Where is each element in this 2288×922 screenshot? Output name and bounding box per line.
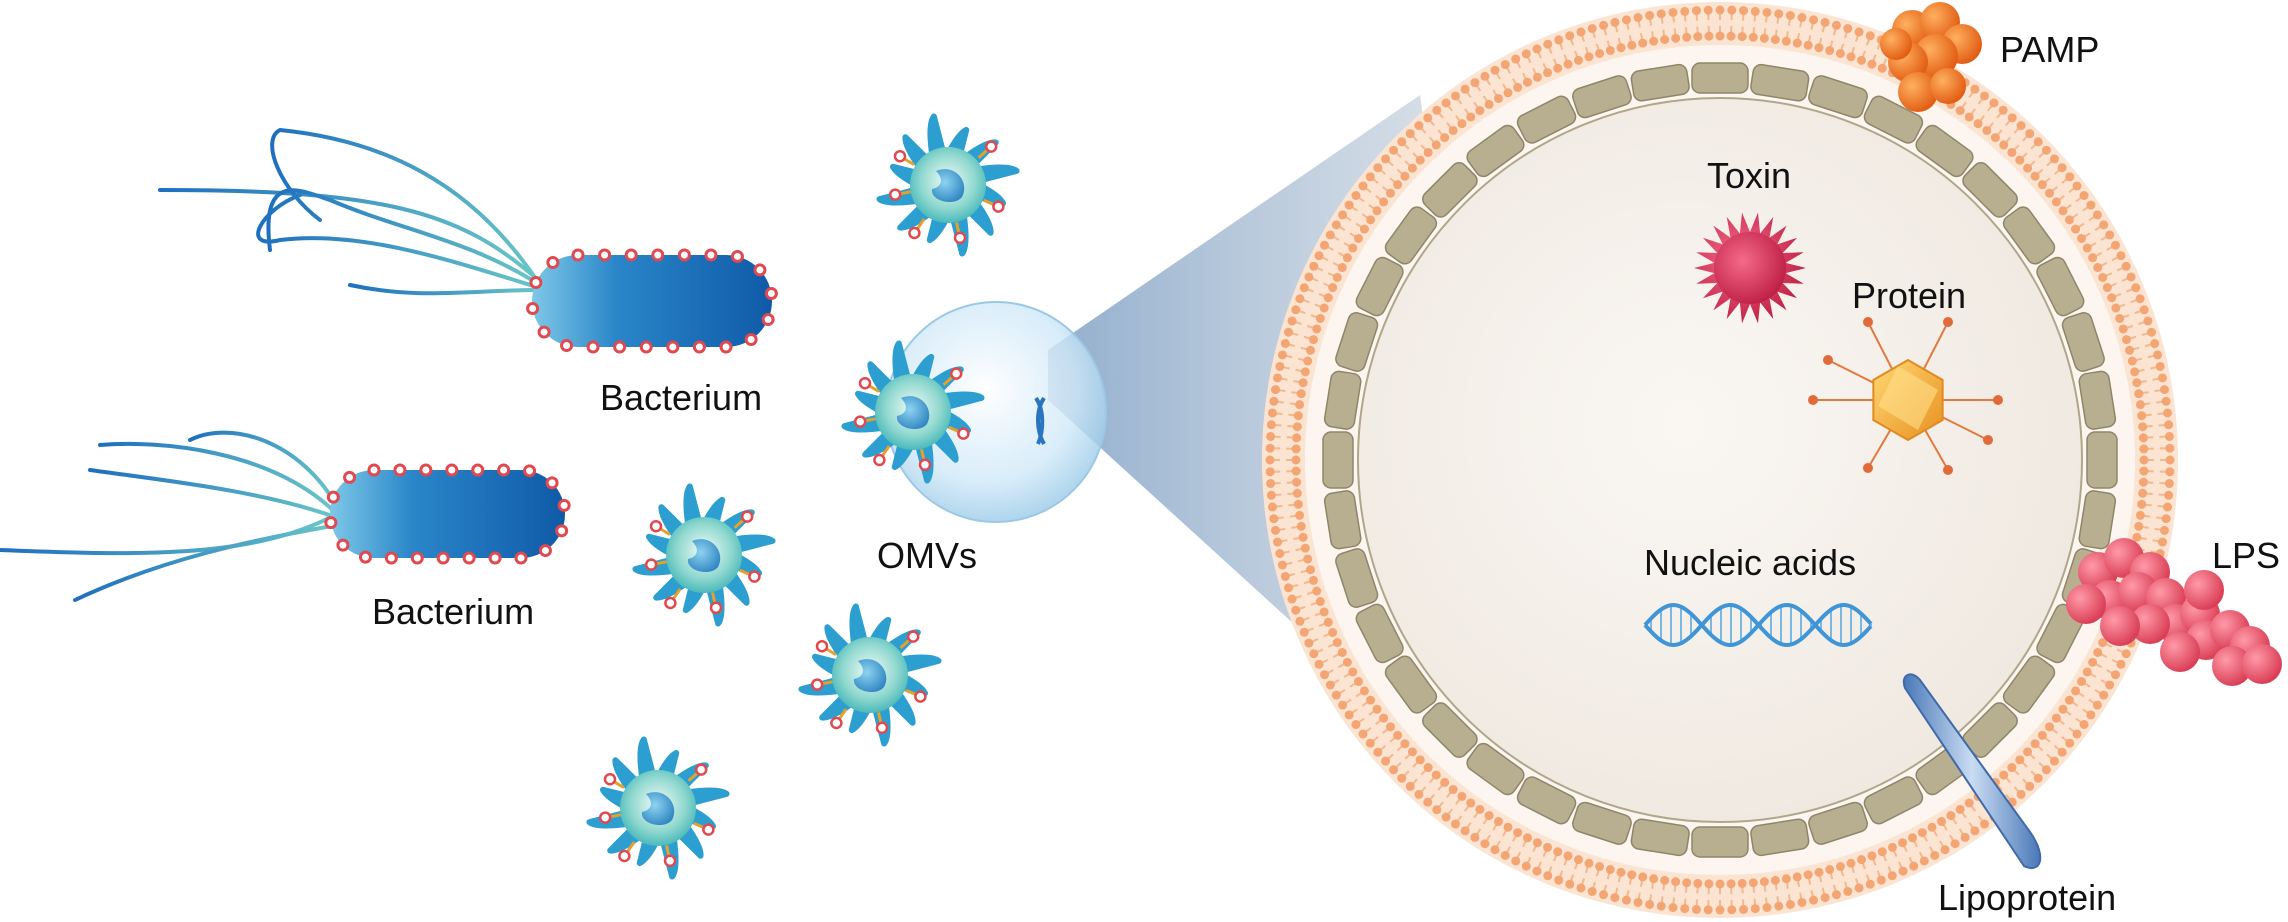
surface-dot [488, 551, 502, 565]
label-lps: LPS [2212, 535, 2280, 576]
surface-dot [462, 551, 476, 565]
surface-dot [358, 550, 372, 564]
label-protein: Protein [1852, 275, 1966, 316]
dna-icon [1643, 602, 1873, 648]
surface-dot [523, 464, 537, 478]
toxin-icon [1694, 212, 1806, 324]
label-pamp: PAMP [2000, 29, 2099, 70]
immune-cell-icon [841, 340, 985, 484]
surface-dot [514, 551, 528, 565]
surface-dot [336, 538, 350, 552]
surface-dot [598, 248, 612, 262]
surface-dot [557, 498, 571, 512]
surface-dot [526, 301, 540, 315]
surface-dot [753, 263, 767, 277]
surface-dot [445, 463, 459, 477]
surface-dot [497, 463, 511, 477]
surface-dot [410, 551, 424, 565]
label-bacterium-top: Bacterium [600, 377, 762, 418]
surface-dot [326, 490, 340, 504]
surface-dot [586, 340, 600, 354]
surface-dot [571, 248, 585, 262]
immune-cell-in-vesicle [841, 340, 985, 484]
immune-cell-icon [632, 483, 776, 627]
label-lipoprotein: Lipoprotein [1938, 877, 2116, 918]
surface-dot [560, 339, 574, 353]
surface-dot [624, 248, 638, 262]
surface-dot [651, 248, 665, 262]
surface-dot [555, 524, 569, 538]
surface-dot [744, 333, 758, 347]
flagella-top [158, 127, 542, 296]
surface-dot [730, 249, 744, 263]
lipoprotein-icon [1902, 673, 2042, 869]
omv-zoom-view [1262, 2, 2178, 918]
bacterium-body-bottom [330, 470, 565, 558]
immune-cells [586, 113, 1020, 880]
immune-cell-icon [876, 113, 1020, 257]
surface-dot [639, 340, 653, 354]
surface-dot [471, 463, 485, 477]
surface-dot [367, 463, 381, 477]
surface-dot [545, 476, 559, 490]
surface-dots-top [526, 248, 778, 354]
flagella-bottom [0, 430, 340, 602]
protein-icon [1808, 317, 2003, 475]
surface-dot [393, 463, 407, 477]
label-bacterium-bottom: Bacterium [372, 591, 534, 632]
surface-dot [537, 325, 551, 339]
surface-dot [538, 544, 552, 558]
surface-dot [761, 313, 775, 327]
surface-dot [692, 340, 706, 354]
surface-dot [666, 340, 680, 354]
surface-dot [384, 551, 398, 565]
immune-cell-icon [586, 736, 730, 880]
surface-dot [546, 255, 560, 269]
surface-dot [764, 287, 778, 301]
label-omvs: OMVs [877, 535, 977, 576]
surface-dot [719, 340, 733, 354]
surface-dots-bottom [324, 463, 571, 565]
immune-cell-icon [798, 603, 942, 747]
surface-dot [529, 275, 543, 289]
surface-dot [436, 551, 450, 565]
lps-icon [2066, 538, 2282, 686]
surface-dot [613, 340, 627, 354]
bacterium-bottom [0, 430, 571, 602]
surface-dot [677, 248, 691, 262]
omv-lumen [1357, 97, 2083, 823]
bacterium-body-top [532, 255, 772, 347]
cell-wall-segments [1322, 62, 2118, 858]
surface-dot [419, 463, 433, 477]
surface-dot [343, 470, 357, 484]
label-toxin: Toxin [1707, 155, 1791, 196]
surface-dot [704, 248, 718, 262]
omv-marker-icon [1034, 396, 1046, 445]
bacterium-top [158, 127, 778, 354]
label-nucleic-acids: Nucleic acids [1644, 542, 1856, 583]
pamp-icon [1880, 2, 1982, 112]
surface-dot [324, 516, 338, 530]
